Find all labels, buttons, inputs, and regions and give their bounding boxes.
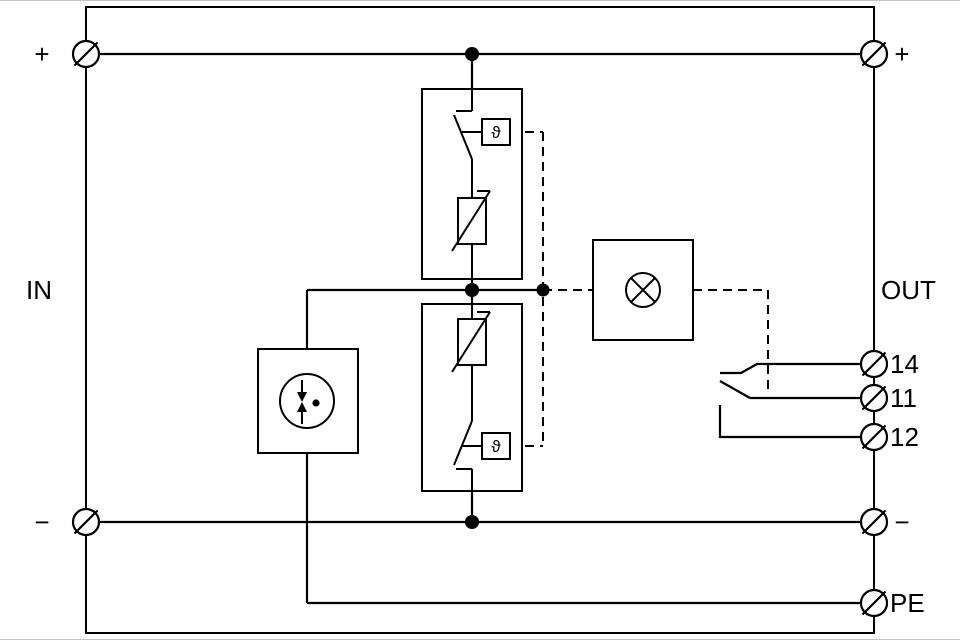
varistor-diagonal	[451, 190, 491, 252]
terminal-in-minus	[71, 507, 101, 537]
down-arrow-icon	[297, 392, 307, 402]
label-in-plus: +	[34, 39, 49, 69]
up-arrow-icon	[297, 402, 307, 412]
terminal-14	[859, 349, 889, 379]
labels: + − IN + − OUT 14 11 12 PE	[26, 39, 936, 618]
label-12: 12	[890, 422, 919, 452]
switch-arm	[453, 114, 473, 160]
thermal-symbol-upper: ϑ	[491, 123, 501, 142]
status-lamp-block	[592, 239, 694, 341]
current-source-circle	[279, 373, 335, 429]
junction-dot	[536, 283, 550, 297]
circuit-rails	[86, 52, 874, 605]
terminal-pe	[859, 588, 889, 618]
enclosure-frame	[85, 6, 875, 634]
label-in-minus: −	[34, 507, 49, 537]
varistor-module-lower: ϑ	[421, 303, 523, 492]
contact-arm	[719, 380, 751, 399]
terminal-in-plus	[71, 39, 101, 69]
terminal-out-minus	[859, 507, 889, 537]
label-14: 14	[890, 349, 919, 379]
varistor-diagonal	[451, 311, 491, 373]
thermal-symbol-lower: ϑ	[491, 437, 501, 456]
node-dot	[312, 399, 320, 407]
label-out-minus: −	[894, 507, 909, 537]
thermal-sensor-box-upper	[481, 118, 511, 146]
junction-dot	[465, 283, 479, 297]
label-in: IN	[26, 275, 52, 305]
contact-14-lead	[720, 362, 861, 375]
varistor-module-upper: ϑ	[421, 88, 523, 280]
remote-changeover-contact	[718, 362, 861, 439]
label-out: OUT	[881, 275, 936, 305]
terminal-11	[859, 383, 889, 413]
junction-dots	[465, 47, 550, 529]
terminal-12	[859, 422, 889, 452]
current-limiter-block	[257, 348, 359, 454]
contact-12-lead	[718, 405, 861, 439]
switch-arm	[453, 420, 473, 466]
terminal-out-plus	[859, 39, 889, 69]
thermal-sensor-box-lower	[481, 432, 511, 460]
label-pe: PE	[890, 588, 925, 618]
label-11: 11	[890, 383, 917, 413]
label-out-plus: +	[894, 39, 909, 69]
junction-dot	[465, 47, 479, 61]
junction-dot	[465, 515, 479, 529]
